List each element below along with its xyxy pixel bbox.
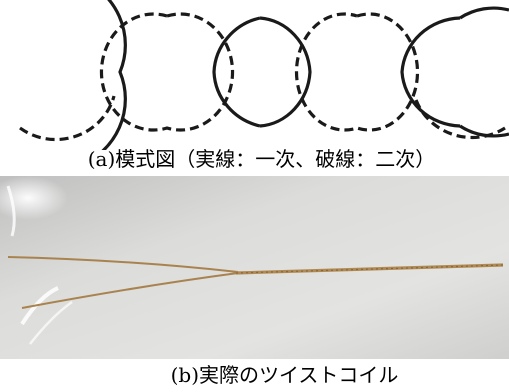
wire-twist-texture — [235, 264, 504, 274]
solid-arc-5 — [459, 6, 509, 20]
wire-upper-lead — [7, 256, 239, 273]
glare-streak-1 — [6, 185, 16, 237]
solid-line-arcs — [101, 0, 509, 150]
caption-b: (b)実際のツイストコイル — [170, 363, 399, 387]
wire-lower-lead — [21, 272, 239, 309]
twisted-coil-schematic — [19, 0, 509, 150]
glare-streak-3 — [29, 300, 73, 345]
solid-arc-1 — [101, 0, 127, 150]
dashed-line-arcs — [19, 12, 506, 142]
dashed-circle-1 — [99, 12, 235, 132]
solid-arc-3 — [259, 16, 312, 128]
dashed-circle-2 — [294, 12, 420, 132]
glare-top-left — [0, 176, 68, 220]
caption-a: (a)模式図（実線：一次、破線：二次） — [87, 147, 436, 171]
dashed-arc-right — [414, 99, 506, 140]
solid-arc-2 — [212, 16, 261, 128]
twisted-coil-photo — [0, 176, 509, 359]
glare-streak-2 — [20, 286, 59, 326]
solid-arc-4 — [400, 16, 461, 128]
solid-arc-6 — [459, 124, 509, 138]
dashed-arc-left — [19, 95, 116, 142]
